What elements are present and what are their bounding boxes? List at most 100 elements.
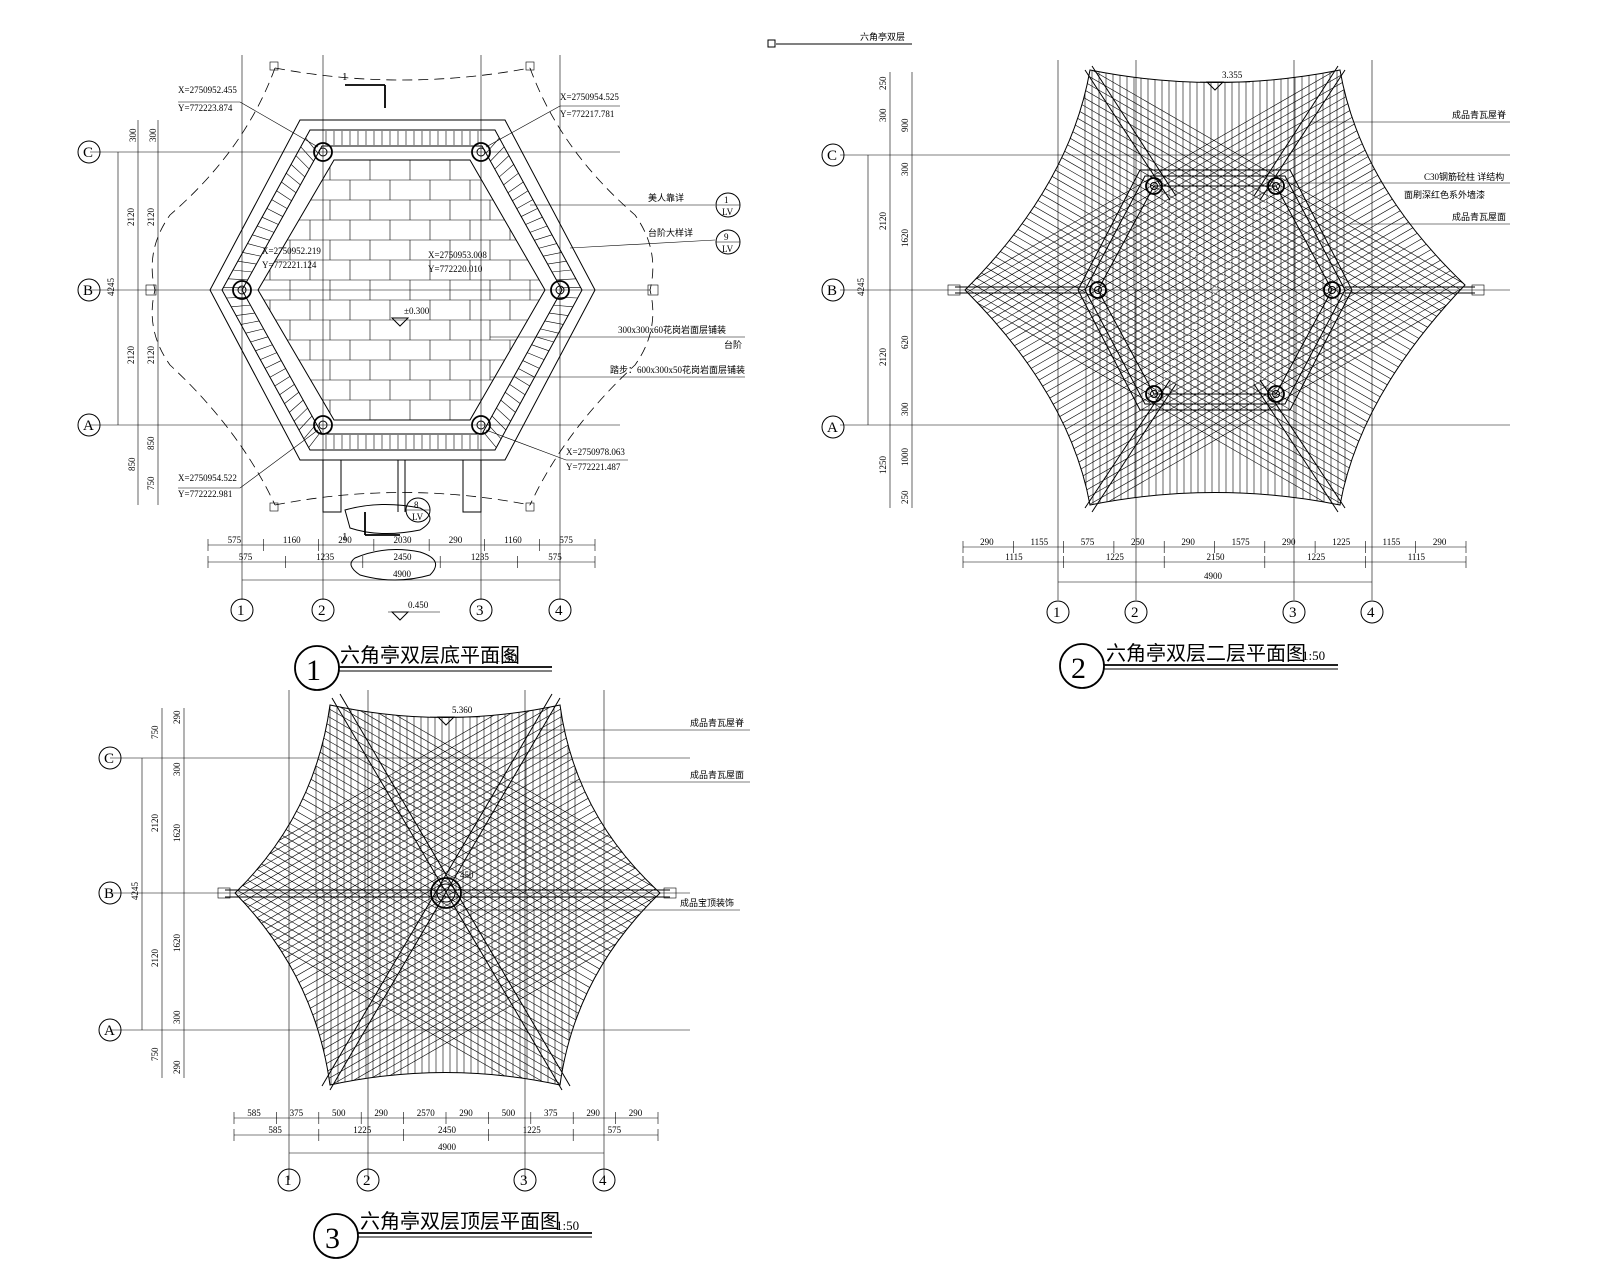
- plan2-hex-opening: [1097, 185, 1333, 395]
- plan1-ground-floor: 1 1 X=2750952.455 Y=772223.874 X=2750954…: [77, 55, 745, 691]
- plan3.dims_bottom_row1-1: 375: [290, 1108, 304, 1118]
- plan2-label-paint: 面刷深红色系外墙漆: [1404, 189, 1485, 200]
- plan3.dims_bottom_row2-3: 1225: [523, 1125, 542, 1135]
- svg-text:750: 750: [150, 1047, 160, 1061]
- header-label: 六角亭双层: [860, 31, 905, 42]
- svg-text:2120: 2120: [878, 348, 888, 367]
- coord-tr-y: Y=772217.781: [560, 109, 614, 119]
- plan3-dim-left-total: 4245: [130, 882, 140, 901]
- svg-text:1620: 1620: [172, 824, 182, 843]
- plan1-title-bubble: [294, 645, 340, 691]
- svg-text:1000: 1000: [900, 448, 910, 467]
- plan1-section-mark-bot: 1: [342, 531, 348, 543]
- svg-text:B: B: [83, 283, 93, 299]
- plan2-dim-bottom-total: 4900: [1204, 571, 1223, 581]
- detail-ref-1-top: 1: [724, 195, 729, 205]
- plan2-title: 六角亭双层二层平面图: [1106, 642, 1306, 665]
- plan1.dims_bottom_row1-3: 2030: [394, 535, 413, 545]
- plan1.dims_bottom_row2-1: 1235: [316, 552, 335, 562]
- coord-mr-x: X=2750953.008: [428, 250, 487, 260]
- plan1-dim-bottom-total: 4900: [393, 569, 412, 579]
- svg-text:2: 2: [363, 1173, 371, 1189]
- plan1-columns: [232, 142, 570, 435]
- detail-ref-8-top: 8: [414, 500, 419, 510]
- plan2-scale: 1:50: [1302, 648, 1325, 663]
- plan2-label-column: C30钢筋砼柱 详结构: [1424, 171, 1504, 182]
- plan3-title-bubble: [313, 1213, 359, 1259]
- plan2.dims_bottom_row1-2: 575: [1081, 537, 1095, 547]
- svg-text:300: 300: [128, 128, 138, 142]
- plan1.dims_bottom_row1-0: 575: [228, 535, 242, 545]
- coord-ml-x: X=2750952.219: [262, 246, 321, 256]
- plan1.dims_bottom_row1-5: 1160: [504, 535, 522, 545]
- plan3.dims_bottom_row1-2: 500: [332, 1108, 346, 1118]
- plan1.dims_bottom_row1-2: 290: [338, 535, 352, 545]
- svg-text:290: 290: [172, 1060, 182, 1074]
- svg-text:300: 300: [172, 1010, 182, 1024]
- detail-ref-9-bot: LV: [722, 244, 734, 254]
- plan2-axis-bubbles: C B A 1 2 3 4: [821, 143, 1384, 624]
- sheet-header: 六角亭双层: [767, 31, 912, 48]
- plan3-elev-center: 450: [460, 870, 474, 880]
- svg-text:2: 2: [318, 603, 326, 619]
- coord-br-y: Y=772221.487: [566, 462, 621, 472]
- roof-outline-left: [151, 67, 276, 506]
- plan1-section-mark-top: 1: [342, 71, 348, 83]
- svg-text:2120: 2120: [126, 208, 136, 227]
- svg-text:B: B: [104, 886, 114, 902]
- svg-text:C: C: [827, 148, 837, 164]
- svg-text:2120: 2120: [126, 346, 136, 365]
- plan2-label-roof: 成品青瓦屋面: [1452, 211, 1506, 222]
- plan3-dim-bottom-total: 4900: [438, 1142, 457, 1152]
- plan1-axis-bubbles: C B A 1 2 3 4: [77, 140, 572, 622]
- svg-text:C: C: [83, 145, 93, 161]
- svg-text:300: 300: [172, 762, 182, 776]
- svg-text:2: 2: [1131, 605, 1139, 621]
- plan1-label-paving: 300x300x60花岗岩面层铺装: [618, 324, 726, 335]
- plan1-label-bench: 美人靠详: [648, 192, 684, 203]
- plan2.dims_bottom_row1-4: 290: [1181, 537, 1195, 547]
- svg-text:C: C: [104, 751, 114, 767]
- plan3-scale: 1:50: [556, 1218, 579, 1233]
- coord-ml-y: Y=772221.124: [262, 260, 317, 270]
- plan3-roof-plan: 5.360 450 成品青瓦屋脊 成品青瓦屋面 成品宝顶装饰 C B A 1 2…: [98, 690, 750, 1259]
- plan2-second-floor: 3.355 成品青瓦屋脊 C30钢筋砼柱 详结构 面刷深红色系外墙漆 成品青瓦屋…: [821, 60, 1510, 689]
- svg-text:300: 300: [878, 108, 888, 122]
- plan2-number: 2: [1071, 652, 1086, 685]
- svg-text:2120: 2120: [146, 346, 156, 365]
- svg-text:2120: 2120: [878, 212, 888, 231]
- plan1.dims_bottom_row2-3: 1235: [471, 552, 490, 562]
- plan1-label-tread: 踏步：600x300x50花岗岩面层铺装: [610, 364, 745, 375]
- plan1-number: 1: [306, 654, 321, 687]
- svg-text:A: A: [827, 420, 838, 436]
- svg-text:850: 850: [127, 457, 137, 471]
- svg-text:250: 250: [900, 490, 910, 504]
- plan3-axis-bubbles: C B A 1 2 3 4: [98, 746, 616, 1192]
- plan2.dims_bottom_row2-1: 1225: [1106, 552, 1125, 562]
- plan2.dims_bottom_row1-3: 250: [1131, 537, 1145, 547]
- stone-path: [350, 549, 437, 581]
- plan2.dims_bottom_row2-0: 1115: [1005, 552, 1023, 562]
- plan3-elev-top: 5.360: [452, 705, 473, 715]
- svg-text:300: 300: [900, 402, 910, 416]
- svg-text:3: 3: [520, 1173, 528, 1189]
- svg-text:4: 4: [555, 603, 563, 619]
- plan1.dims_bottom_row2-0: 575: [239, 552, 253, 562]
- plan1-label-stair: 台阶大样详: [648, 227, 693, 238]
- detail-ref-9-top: 9: [724, 232, 729, 242]
- plan2-title-bubble: [1059, 643, 1105, 689]
- plan3-label-ridge: 成品青瓦屋脊: [690, 717, 744, 728]
- roof-outline-right: [529, 67, 654, 506]
- plan3.dims_bottom_row1-9: 290: [629, 1108, 643, 1118]
- svg-text:3: 3: [1289, 605, 1297, 621]
- plan3.dims_bottom_row1-7: 375: [544, 1108, 558, 1118]
- svg-text:750: 750: [150, 725, 160, 739]
- plan1-label-steps: 台阶: [724, 339, 742, 350]
- header-square-icon: [767, 39, 776, 48]
- plan1.dims_bottom_row1-1: 1160: [283, 535, 301, 545]
- svg-text:3: 3: [476, 603, 484, 619]
- detail-ref-1-bot: LV: [722, 207, 734, 217]
- plan2.dims_bottom_row1-5: 1575: [1232, 537, 1251, 547]
- plan3.dims_bottom_row1-0: 585: [247, 1108, 261, 1118]
